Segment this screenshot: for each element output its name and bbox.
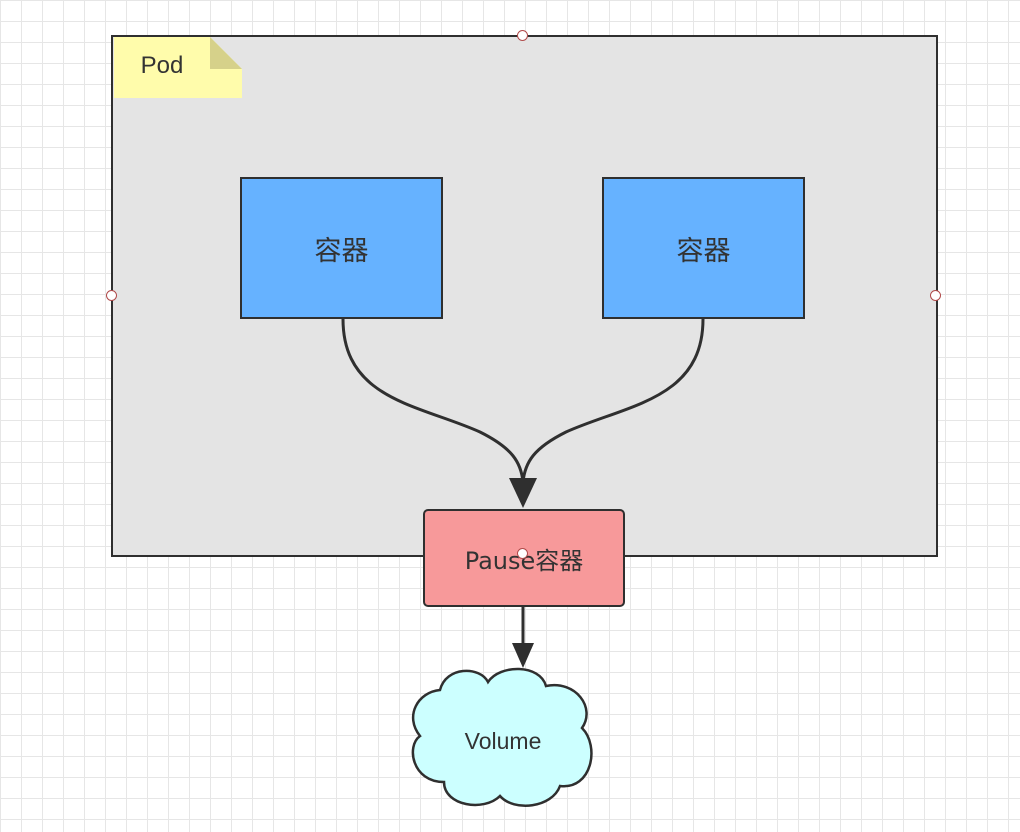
container-label-right: 容器 xyxy=(676,235,731,267)
resize-handle-right[interactable] xyxy=(930,290,941,301)
arrowhead-into-pause xyxy=(509,478,537,508)
connector-right-to-pause xyxy=(521,318,705,483)
container-box-right[interactable]: 容器 xyxy=(602,177,805,319)
resize-handle-left[interactable] xyxy=(106,290,117,301)
arrowhead-into-volume xyxy=(512,643,534,668)
volume-label: Volume xyxy=(464,728,542,754)
resize-handle-bottom[interactable] xyxy=(517,548,528,559)
resize-handle-top[interactable] xyxy=(517,30,528,41)
volume-cloud[interactable] xyxy=(411,667,593,807)
pod-label: Pod xyxy=(140,52,184,79)
container-box-left[interactable]: 容器 xyxy=(240,177,443,319)
container-label-left: 容器 xyxy=(314,235,369,267)
connector-left-to-pause xyxy=(341,318,525,483)
